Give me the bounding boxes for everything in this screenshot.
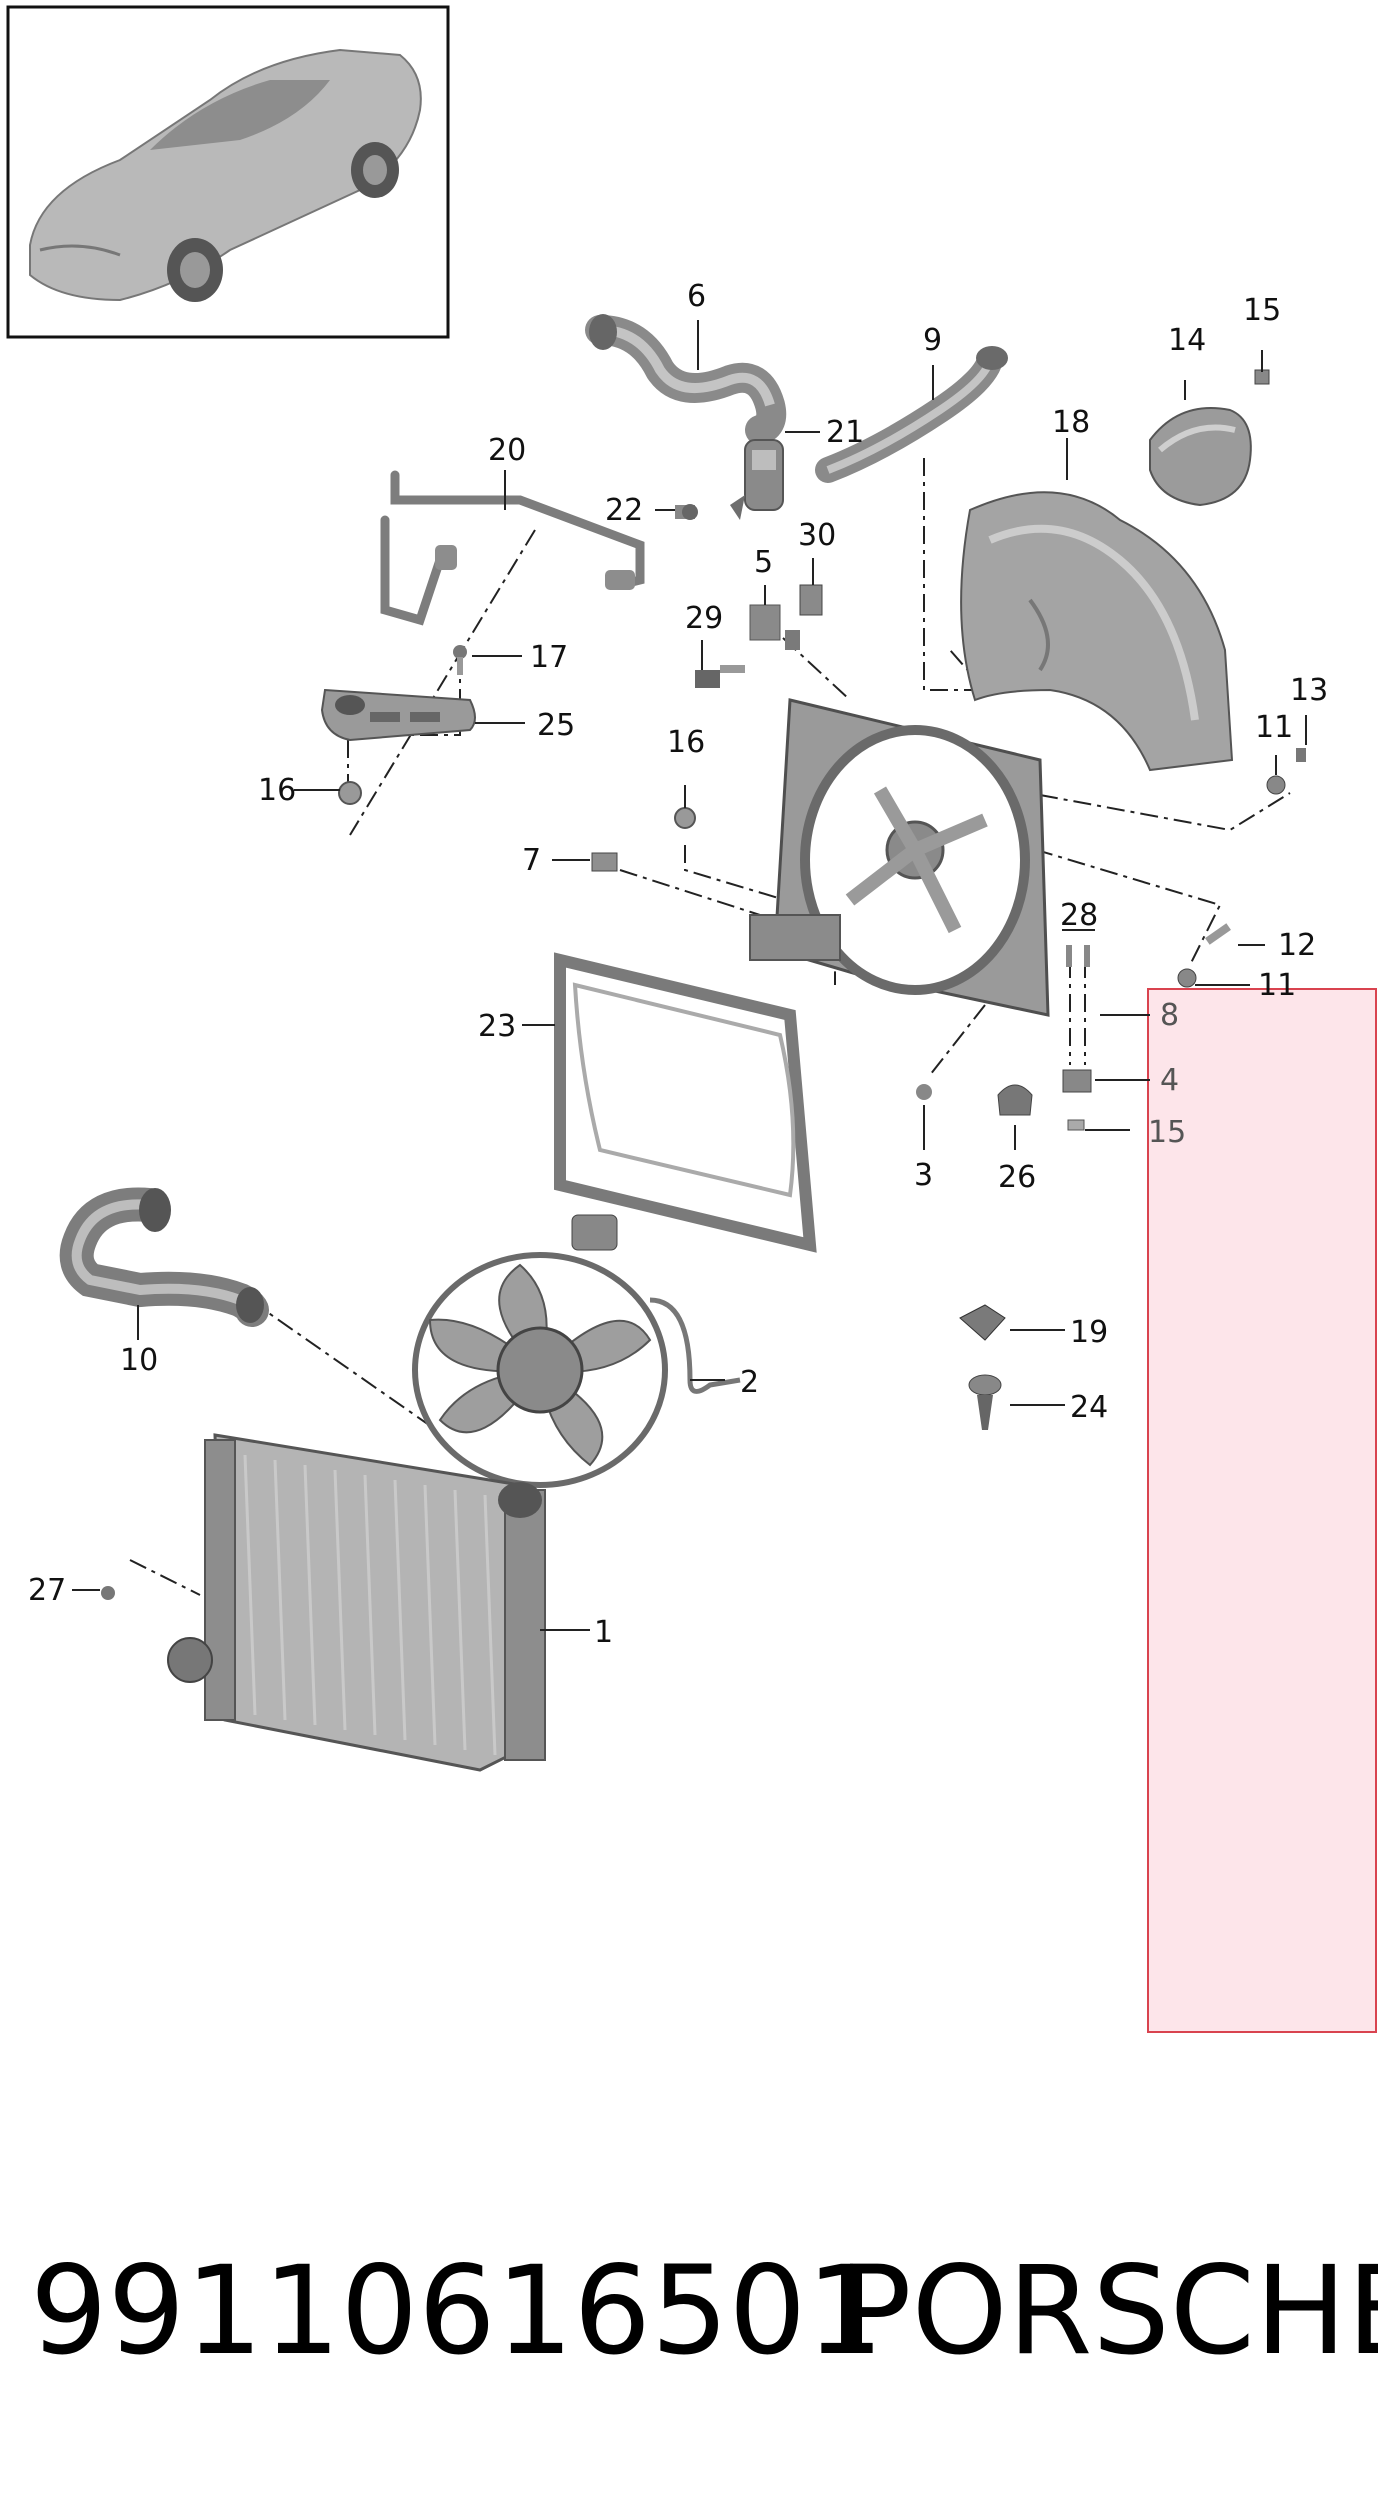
- callout-29: 29: [685, 601, 723, 636]
- callout-16: 16: [258, 773, 296, 808]
- callout-11: 11: [1255, 710, 1293, 745]
- screw-part-17: [453, 645, 467, 675]
- clip-part-15: [1254, 369, 1270, 385]
- radiator-part-1: [167, 1433, 546, 1772]
- callout-27: 27: [28, 1573, 66, 1608]
- bolt-part-29: [695, 665, 745, 688]
- nut-part-16: [338, 781, 362, 805]
- callout-5: 5: [754, 545, 773, 580]
- clip-part-7: [591, 852, 618, 872]
- callout-14: 14: [1168, 323, 1206, 358]
- fan-part-2: [412, 1214, 741, 1488]
- mount-part-26: [997, 1084, 1033, 1116]
- leader-lines: [72, 320, 1307, 1631]
- callout-6: 6: [687, 279, 706, 314]
- hose-part-6: [585, 314, 787, 445]
- clip-part-15b: [1067, 1119, 1085, 1131]
- callout-23: 23: [478, 1009, 516, 1044]
- callout-10: 10: [120, 1343, 158, 1378]
- callout-25: 25: [537, 708, 575, 743]
- plug-part-11: [1266, 775, 1286, 795]
- part-number: 99110616501: [30, 2240, 884, 2382]
- hose-part-9: [815, 346, 1008, 483]
- callout-1: 1: [594, 1615, 613, 1650]
- bolt-part-27: [101, 1586, 115, 1600]
- hose-part-10: [59, 1187, 269, 1327]
- nut-part-3: [916, 1084, 932, 1100]
- callout-3: 3: [914, 1158, 933, 1193]
- callout-labels: 6 9 14 15 21 18 20 22 30 5 29 17 25 13 1…: [28, 279, 1328, 1650]
- pipe-part-20: [380, 470, 645, 626]
- clip-part-19: [959, 1304, 1006, 1341]
- bracket-part-25: [320, 688, 476, 742]
- brand-name: PORSCHE: [838, 2240, 1378, 2382]
- callout-19: 19: [1070, 1315, 1108, 1350]
- callout-28: 28: [1060, 898, 1098, 933]
- car-thumbnail: [6, 5, 450, 339]
- callout-11b: 11: [1258, 968, 1296, 1003]
- callout-16b: 16: [667, 725, 705, 760]
- rivet-part-24: [968, 1374, 1002, 1430]
- callout-24: 24: [1070, 1390, 1108, 1425]
- frame-part-23: [554, 952, 817, 1253]
- clip-part-30: [799, 584, 823, 616]
- callout-15: 15: [1243, 293, 1281, 328]
- plug-part-11b: [1177, 968, 1197, 988]
- bracket-part-5: [749, 604, 800, 650]
- callout-4: 4: [1160, 1063, 1179, 1098]
- callout-22: 22: [605, 493, 643, 528]
- callout-20: 20: [488, 433, 526, 468]
- callout-30: 30: [798, 518, 836, 553]
- callout-15b: 15: [1148, 1115, 1186, 1150]
- cap-part-14: [1149, 407, 1252, 507]
- screws-part-28: [1066, 945, 1090, 967]
- callout-18: 18: [1052, 405, 1090, 440]
- callout-9: 9: [923, 323, 942, 358]
- pin-part-12: [1205, 923, 1231, 945]
- callout-12: 12: [1278, 928, 1316, 963]
- highlight-panel: [1147, 988, 1377, 2033]
- duct-part-18: [960, 491, 1234, 772]
- callout-7: 7: [522, 843, 541, 878]
- bolt-part-22: [675, 504, 698, 520]
- nut-part-16b: [674, 807, 696, 829]
- connector-part-21: [730, 439, 784, 520]
- clip-part-13: [1296, 748, 1306, 762]
- bracket-part-4: [1062, 1069, 1092, 1093]
- fan-frame-part-8: [749, 698, 1050, 1017]
- callout-17: 17: [530, 640, 568, 675]
- callout-21: 21: [826, 415, 864, 450]
- callout-13: 13: [1290, 673, 1328, 708]
- callout-8: 8: [1160, 998, 1179, 1033]
- callout-26: 26: [998, 1160, 1036, 1195]
- callout-2: 2: [740, 1365, 759, 1400]
